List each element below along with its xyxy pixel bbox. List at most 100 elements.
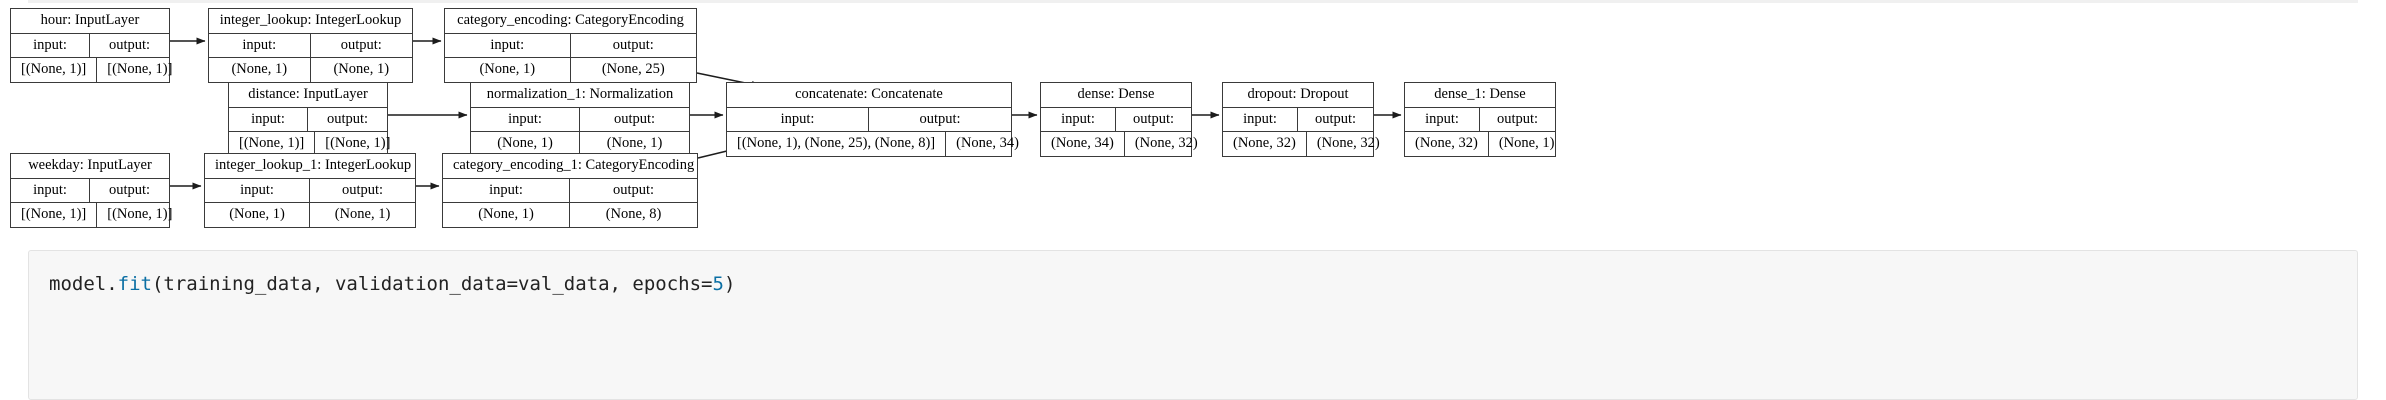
input-shape: (None, 32) <box>1223 132 1307 156</box>
input-label: input: <box>727 107 869 131</box>
layer-io-header-row: input: output: <box>443 178 697 203</box>
output-shape: (None, 1) <box>1498 135 1555 151</box>
layer-shape-row: [(None, 1)] [(None, 1)] <box>11 58 172 82</box>
output-shape: (None, 1) <box>606 135 663 151</box>
notebook-separator <box>28 0 2358 3</box>
output-shape: (None, 25) <box>601 61 665 77</box>
layer-io-header-row: input: output: <box>1405 107 1555 132</box>
output-shape: (None, 34) <box>956 135 1019 151</box>
code-cell[interactable]: model.fit(training_data, validation_data… <box>28 250 2358 400</box>
output-shape: (None, 1) <box>333 61 390 77</box>
output-shape: (None, 1) <box>334 206 391 222</box>
output-label: output: <box>1496 110 1539 127</box>
layer-shape-row: (None, 1) (None, 1) <box>209 58 412 82</box>
layer-shape-row: [(None, 1)][(None, 1)] <box>11 203 172 227</box>
layer-io-header-row: input: output: <box>11 178 169 203</box>
input-shape: (None, 1) <box>471 132 580 156</box>
layer-io-header-row: input: output: <box>727 107 1011 132</box>
input-label: input: <box>205 178 310 202</box>
input-shape: (None, 34) <box>1041 132 1125 156</box>
input-label: input: <box>445 33 571 57</box>
code-token-plain: model. <box>49 273 118 295</box>
output-label: output: <box>326 110 369 127</box>
output-label: output: <box>1314 110 1357 127</box>
input-shape: [(None, 1)] <box>229 132 316 156</box>
output-label: output: <box>340 36 382 53</box>
output-label: output: <box>108 181 151 198</box>
input-shape: (None, 1) <box>443 203 570 227</box>
layer-title: dense: Dense <box>1041 83 1191 108</box>
layer-io-header-row: input: output: <box>1223 107 1373 132</box>
layer-title: concatenate: Concatenate <box>727 83 1011 108</box>
layer-shape-row: (None, 32) (None, 1) <box>1405 132 1555 156</box>
input-shape: [(None, 1)] <box>11 58 98 82</box>
input-label: input: <box>1223 107 1298 131</box>
layer-shape-row: [(None, 1), (None, 25), (None, 8)] (None,… <box>727 132 1019 156</box>
layer-title: integer_lookup_1: IntegerLookup <box>205 154 415 179</box>
input-label: input: <box>11 178 90 202</box>
output-label: output: <box>919 110 961 127</box>
output-shape: [(None, 1)] <box>107 61 173 77</box>
layer-shape-row: (None, 34) (None, 32) <box>1041 132 1198 156</box>
output-shape: (None, 32) <box>1134 135 1198 151</box>
layer-shape-row: (None, 1) (None, 1) <box>471 132 689 156</box>
input-shape: (None, 1) <box>205 203 310 227</box>
layer-shape-row: (None, 32) (None, 32) <box>1223 132 1380 156</box>
output-label: output: <box>613 110 656 127</box>
input-shape: (None, 1) <box>445 58 571 82</box>
input-label: input: <box>229 107 308 131</box>
input-label: input: <box>1041 107 1116 131</box>
output-label: output: <box>1132 110 1175 127</box>
layer-io-header-row: input: output: <box>205 178 415 203</box>
input-shape: (None, 32) <box>1405 132 1489 156</box>
code-line: model.fit(training_data, validation_data… <box>49 273 735 295</box>
output-shape: (None, 8) <box>605 206 662 222</box>
output-shape: (None, 32) <box>1316 135 1380 151</box>
input-label: input: <box>471 107 580 131</box>
layer-shape-row: (None, 1) (None, 25) <box>445 58 696 82</box>
code-token-num: 5 <box>712 273 724 295</box>
layer-io-header-row: input: output: <box>1041 107 1191 132</box>
output-label: output: <box>108 36 151 53</box>
layer-io-header-row: input: output: <box>209 33 412 58</box>
layer-io-header-row: input: output: <box>11 33 169 58</box>
input-label: input: <box>209 33 311 57</box>
layer-shape-row: [(None, 1)] [(None, 1)] <box>229 132 390 156</box>
layer-title: dense_1: Dense <box>1405 83 1555 108</box>
output-label: output: <box>341 181 384 198</box>
layer-title: category_encoding: CategoryEncoding <box>445 9 696 34</box>
code-token-plain: ) <box>723 273 736 295</box>
output-shape: [(None, 1)] <box>107 206 173 222</box>
output-shape: [(None, 1)] <box>325 135 391 151</box>
layer-shape-row: (None, 1) (None, 8) <box>443 203 697 227</box>
layer-title: distance: InputLayer <box>229 83 387 108</box>
layer-title: weekday: InputLayer <box>11 154 169 179</box>
input-label: input: <box>11 33 90 57</box>
layer-title: dropout: Dropout <box>1223 83 1373 108</box>
layer-title: category_encoding_1: CategoryEncoding <box>443 154 697 179</box>
input-label: input: <box>443 178 570 202</box>
output-label: output: <box>612 181 655 198</box>
layer-shape-row: (None, 1) (None, 1) <box>205 203 415 227</box>
input-label: input: <box>1405 107 1480 131</box>
output-label: output: <box>612 36 654 53</box>
layer-io-header-row: input: output: <box>229 107 387 132</box>
code-token-fn: fit <box>117 273 152 295</box>
code-token-plain: (training_data, validation_data=val_data… <box>151 273 713 295</box>
input-shape: (None, 1) <box>209 58 311 82</box>
layer-io-header-row: input: output: <box>445 33 696 58</box>
input-shape: [(None, 1), (None, 25), (None, 8)] <box>727 132 947 156</box>
layer-title: hour: InputLayer <box>11 9 169 34</box>
